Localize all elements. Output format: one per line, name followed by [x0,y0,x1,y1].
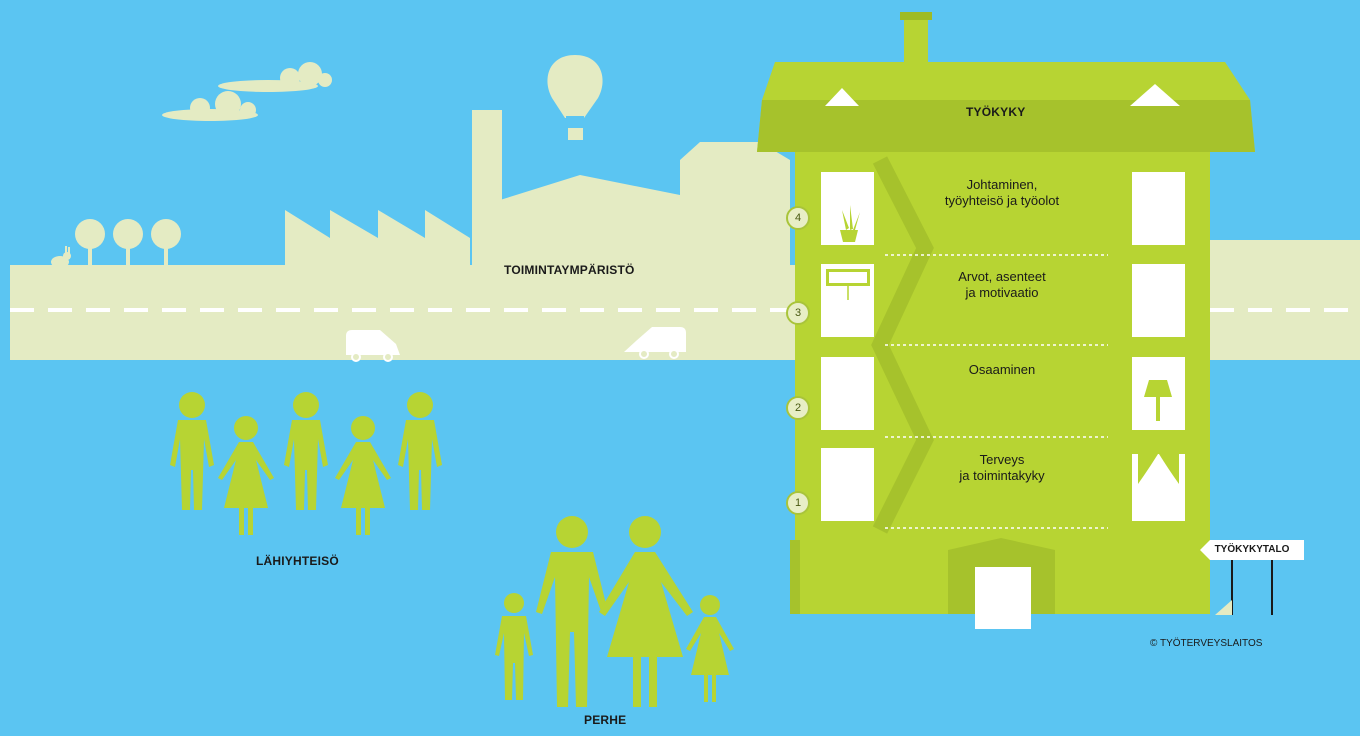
signpost-label: TYÖKYKYTALO [1200,540,1304,560]
environment-label: TOIMINTAYMPÄRISTÖ [504,263,635,277]
roof-label: TYÖKYKY [966,105,1026,119]
factory-silhouette [285,110,790,270]
cloud-icon [162,91,258,121]
person-icon [536,516,608,707]
van-icon [346,330,400,362]
window [1132,172,1185,245]
person-icon [495,593,533,700]
dormer-window [1130,84,1180,106]
chimney [904,12,928,67]
tree-icon [113,219,143,268]
floor-4-label: Johtaminen,työyhteisö ja työolot [944,177,1060,208]
hot-air-balloon-icon [547,55,603,140]
person-icon [218,416,274,535]
house-building [757,12,1255,629]
person-icon [170,392,214,510]
family-group [495,516,734,707]
floor-4-number: 4 [786,206,810,230]
person-icon [284,392,328,510]
community-group [170,392,442,535]
van-icon [624,327,686,359]
tree-icon [151,219,181,268]
dormer-window [825,88,859,106]
window [1132,264,1185,337]
floor-1-number: 1 [786,491,810,515]
window [821,357,874,430]
family-label: PERHE [584,713,627,727]
lamp-icon [1144,380,1172,421]
cloud-icon [218,62,332,92]
rabbit-icon [51,246,71,268]
plant-icon [840,205,860,242]
signpost [1215,560,1273,615]
person-icon [335,416,391,535]
tree-icon [75,219,105,268]
curtain-icon [1132,448,1185,484]
floor-3-number: 3 [786,301,810,325]
floor-2-label: Osaaminen [968,362,1036,377]
front-door [975,567,1031,629]
painting-icon [826,269,870,300]
community-label: LÄHIYHTEISÖ [256,554,339,568]
person-icon [599,516,693,707]
window [821,448,874,521]
ground-band-right [1210,240,1360,360]
copyright-label: © TYÖTERVEYSLAITOS [1150,638,1263,649]
floor-2-number: 2 [786,396,810,420]
person-icon [398,392,442,510]
person-icon [686,595,734,702]
